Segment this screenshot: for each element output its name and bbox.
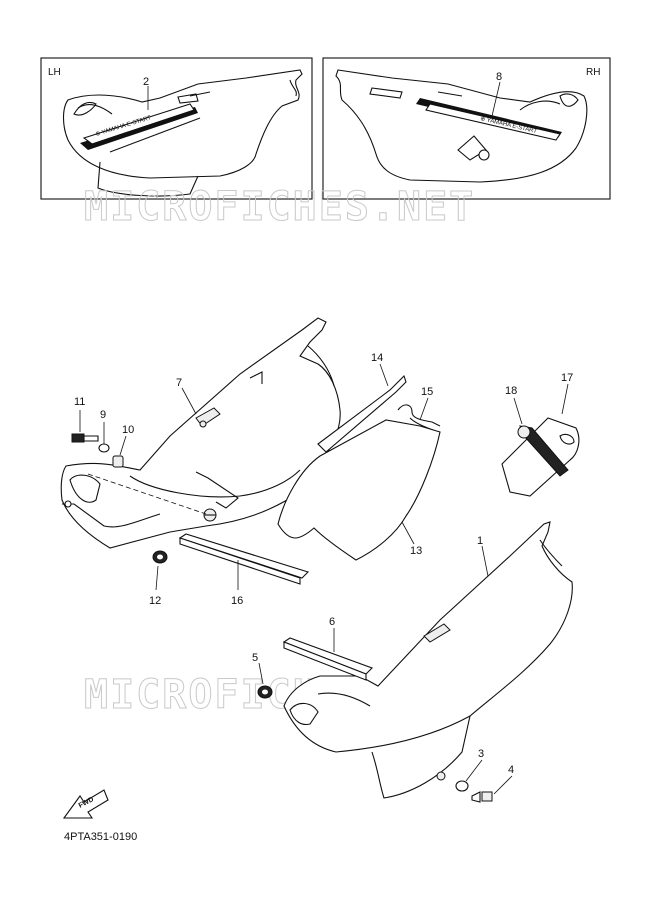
diagram-code: 4PTA351-0190 (64, 831, 137, 843)
callout-8: 8 (496, 71, 502, 83)
callout-15: 15 (421, 386, 433, 398)
part-15-clip: 15 (397, 386, 441, 433)
part-1-right-side-cover: 1 (283, 521, 573, 799)
part-13-inner-panel: 13 (277, 419, 441, 561)
part-5-grommet: 5 (252, 652, 273, 699)
callout-1: 1 (477, 535, 483, 547)
part-10-collar: 10 (112, 424, 134, 468)
callout-9: 9 (100, 409, 106, 421)
callout-3: 3 (478, 748, 484, 760)
callout-13: 13 (410, 545, 422, 557)
part-3-washer: 3 (455, 748, 484, 792)
callout-14: 14 (371, 352, 383, 364)
callout-18: 18 (505, 385, 517, 397)
part-4-bolt: 4 (471, 764, 514, 803)
callout-12: 12 (149, 595, 161, 607)
part-17-holder: 17 (501, 372, 580, 497)
callout-17: 17 (561, 372, 573, 384)
callout-7: 7 (176, 377, 182, 389)
callout-5: 5 (252, 652, 258, 664)
inset-right-side-cover: RH ⊕ YAMAHA E-START 8 (322, 57, 611, 200)
part-12-grommet: 12 (149, 550, 168, 607)
inset-left-label: LH (48, 67, 61, 78)
part-16-strip: 16 (178, 533, 310, 607)
fwd-arrow-icon: FWD (62, 789, 109, 819)
callout-6: 6 (329, 616, 335, 628)
inset-left-side-cover: LH ⊕ YAMAHA E-START 2 (40, 57, 313, 200)
part-6-strip: 6 (282, 616, 373, 681)
part-14-bracket: 14 (317, 352, 407, 453)
watermark-top: MICROFICHES.NET (84, 184, 475, 230)
part-9-washer: 9 (98, 409, 110, 453)
callout-10: 10 (122, 424, 134, 436)
callout-2: 2 (143, 76, 149, 88)
callout-4: 4 (508, 764, 514, 776)
part-18-band: 18 (505, 385, 569, 477)
part-11-bolt: 11 (71, 396, 99, 443)
callout-16: 16 (231, 595, 243, 607)
inset-right-label: RH (586, 67, 600, 78)
callout-11: 11 (74, 396, 85, 408)
